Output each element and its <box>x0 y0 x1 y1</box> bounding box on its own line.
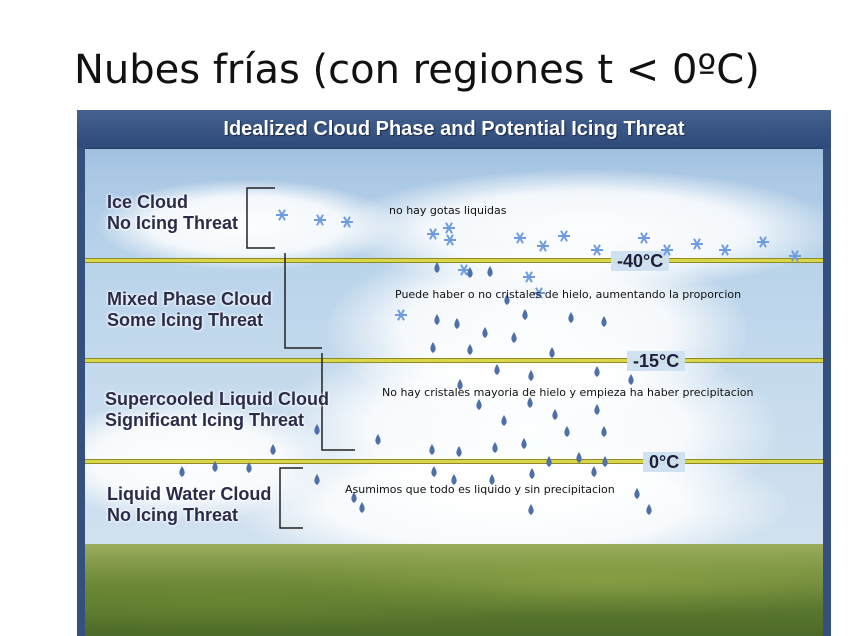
zone-brackets <box>247 188 355 528</box>
precipitation-overlay <box>77 110 831 636</box>
zone-mixed-line2: Some Icing Threat <box>107 310 272 331</box>
slide-title: Nubes frías (con regiones t < 0ºC) <box>74 50 760 90</box>
zone-ice-line2: No Icing Threat <box>107 213 238 234</box>
zone-label-liquid-water: Liquid Water Cloud No Icing Threat <box>107 484 271 526</box>
zone-mixed-line1: Mixed Phase Cloud <box>107 289 272 310</box>
zone-supercooled-line2: Significant Icing Threat <box>105 410 329 431</box>
zone-supercooled-line1: Supercooled Liquid Cloud <box>105 389 329 410</box>
zone-ice-line1: Ice Cloud <box>107 192 238 213</box>
note-supercooled: No hay cristales mayoria de hielo y empi… <box>382 386 754 399</box>
snowflake-icon <box>276 210 801 320</box>
zone-label-ice-cloud: Ice Cloud No Icing Threat <box>107 192 238 234</box>
zone-liquid-line1: Liquid Water Cloud <box>107 484 271 505</box>
note-mixed-phase: Puede haber o no cristales de hielo, aum… <box>395 288 741 301</box>
note-ice-cloud: no hay gotas liquidas <box>389 204 507 217</box>
cloud-phase-diagram: Idealized Cloud Phase and Potential Icin… <box>77 110 831 636</box>
zone-liquid-line2: No Icing Threat <box>107 505 271 526</box>
zone-label-supercooled: Supercooled Liquid Cloud Significant Ici… <box>105 389 329 431</box>
zone-label-mixed-phase: Mixed Phase Cloud Some Icing Threat <box>107 289 272 331</box>
note-liquid-water: Asumimos que todo es liquido y sin preci… <box>345 483 615 496</box>
